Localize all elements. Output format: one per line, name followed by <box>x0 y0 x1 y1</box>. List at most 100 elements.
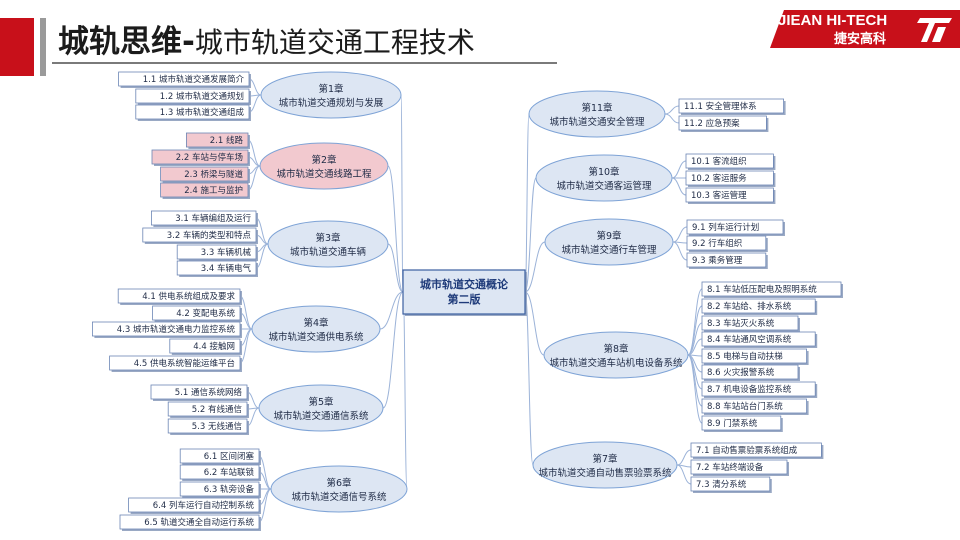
connector-ch-right-2-sec-0 <box>672 226 688 243</box>
section-right-3-0: 8.1 车站低压配电及照明系统 <box>701 281 843 298</box>
section-left-3-1-box <box>152 305 241 321</box>
section-left-1-3-box <box>160 182 249 198</box>
section-left-5-0-box <box>179 448 260 464</box>
logo-mark-icon-part <box>932 27 946 42</box>
section-left-5-2-box <box>179 481 260 497</box>
connector-lines <box>239 78 703 523</box>
section-right-3-8-label: 8.9 门禁系统 <box>707 418 758 429</box>
section-left-3-0-label: 4.1 供电系统组成及要求 <box>142 291 235 302</box>
section-right-0-1-box <box>678 115 767 131</box>
header-grey-accent <box>40 18 46 76</box>
section-left-0-2: 1.3 城市轨道交通组成 <box>135 104 251 121</box>
chapter-right-3-name: 城市轨道交通车站机电设备系统 <box>549 357 683 369</box>
section-right-1-1-label: 10.2 客运服务 <box>691 173 747 184</box>
chapter-right-3-shape <box>543 331 689 379</box>
section-left-5-3-label: 6.4 列车运行自动控制系统 <box>153 500 255 511</box>
section-left-3-4-box <box>109 355 241 371</box>
section-left-5-3: 6.4 列车运行自动控制系统 <box>128 497 261 514</box>
section-left-0-0-box <box>118 71 250 87</box>
chapter-right-0-number: 第11章 <box>581 102 613 114</box>
section-right-4-2-label: 7.3 清分系统 <box>696 479 747 490</box>
section-right-3-8: 8.9 门禁系统 <box>701 415 783 432</box>
connector-center-ch-right-3 <box>524 291 545 356</box>
logo-banner-background <box>770 10 960 48</box>
section-right-3-2: 8.3 车站灭火系统 <box>701 315 800 332</box>
chapter-left-1-name: 城市轨道交通线路工程 <box>276 168 372 180</box>
section-right-3-1-box <box>701 298 816 314</box>
page-title: 城轨思维-城市轨道交通工程技术 <box>58 16 475 61</box>
section-right-4-1-label: 7.2 车站终端设备 <box>696 462 764 473</box>
section-right-2-0: 9.1 列车运行计划 <box>686 219 785 236</box>
section-left-2-3: 3.4 车辆电气 <box>176 260 258 277</box>
chapter-right-0-shape <box>528 90 666 138</box>
section-right-3-5-box <box>701 364 799 380</box>
section-left-3-3-box <box>169 338 241 354</box>
section-right-3-8-box <box>701 415 782 431</box>
chapter-left-0-number: 第1章 <box>318 83 344 95</box>
section-right-4-1: 7.2 车站终端设备 <box>690 459 789 476</box>
section-left-2-2-label: 3.3 车辆机械 <box>201 247 252 258</box>
connector-ch-right-0-sec-0 <box>664 105 680 115</box>
section-right-3-6-box <box>701 381 816 397</box>
chapter-left-2-shape <box>267 220 389 268</box>
section-right-4-0: 7.1 自动售票验票系统组成 <box>690 442 824 459</box>
section-left-5-1-box <box>179 464 260 480</box>
section-left-1-3-label: 2.4 施工与监护 <box>184 185 243 196</box>
section-left-4-1: 5.2 有线通信 <box>167 401 249 418</box>
section-right-3-1-label: 8.2 车站给、排水系统 <box>707 301 792 312</box>
chapter-right-2-name: 城市轨道交通行车管理 <box>561 244 657 256</box>
section-left-3-1-label: 4.2 变配电系统 <box>176 308 235 319</box>
section-left-3-1: 4.2 变配电系统 <box>152 305 242 322</box>
section-right-0-1: 11.2 应急预案 <box>678 115 769 132</box>
section-right-2-0-label: 9.1 列车运行计划 <box>692 222 759 233</box>
chapter-left-4-name: 城市轨道交通通信系统 <box>273 410 369 422</box>
page-title-sub: 城市轨道交通工程技术 <box>194 26 475 59</box>
section-right-3-7: 8.8 车站站台门系统 <box>701 398 809 415</box>
chapter-left-5-number: 第6章 <box>326 477 352 489</box>
section-left-4-2-box <box>167 418 248 434</box>
connector-ch-right-4-sec-2 <box>676 464 692 485</box>
section-right-3-5: 8.6 火灾报警系统 <box>701 364 800 381</box>
section-left-5-0-label: 6.1 区间闭塞 <box>204 451 255 462</box>
section-right-3-4-box <box>701 348 807 364</box>
section-right-1-0: 10.1 客流组织 <box>685 153 776 170</box>
chapter-left-4-number: 第5章 <box>308 396 334 408</box>
chapter-left-0-shape <box>260 71 402 119</box>
chapter-right-2-shape <box>544 218 674 266</box>
section-right-3-4: 8.5 电梯与自动扶梯 <box>701 348 809 365</box>
section-left-2-1: 3.2 车辆的类型和特点 <box>142 227 258 244</box>
section-right-0-0: 11.1 安全管理体系 <box>678 98 786 115</box>
chapter-left-3-number: 第4章 <box>303 317 329 329</box>
section-right-3-0-label: 8.1 车站低压配电及照明系统 <box>707 284 817 295</box>
section-left-5-2-label: 6.3 轨旁设备 <box>204 484 255 495</box>
section-left-0-2-label: 1.3 城市轨道交通组成 <box>160 107 245 118</box>
section-right-3-6: 8.7 机电设备监控系统 <box>701 381 818 398</box>
section-left-5-3-box <box>128 497 260 513</box>
section-left-2-3-box <box>176 260 257 276</box>
section-left-3-3: 4.4 接触网 <box>169 338 242 355</box>
section-left-2-0: 3.1 车辆编组及运行 <box>150 210 258 227</box>
section-right-3-1: 8.2 车站给、排水系统 <box>701 298 818 315</box>
section-right-3-3: 8.4 车站通风空调系统 <box>701 331 818 348</box>
logo-text-en: JIEAN HI-TECH <box>778 12 888 29</box>
chapter-left-3-name: 城市轨道交通供电系统 <box>268 331 364 343</box>
logo-mark-icon <box>917 18 952 42</box>
chapter-left-0-name: 城市轨道交通规划与发展 <box>279 97 384 109</box>
section-right-2-0-box <box>686 219 784 235</box>
section-left-1-3: 2.4 施工与监护 <box>160 182 250 199</box>
connector-center-ch-right-4 <box>524 291 534 466</box>
section-right-3-0-box <box>701 281 842 297</box>
section-right-2-1-box <box>686 235 767 251</box>
chapter-right-0-name: 城市轨道交通安全管理 <box>549 116 645 128</box>
section-right-3-7-label: 8.8 车站站台门系统 <box>707 401 783 412</box>
center-node-title: 城市轨道交通概论 <box>420 277 509 291</box>
connector-center-ch-left-4 <box>382 291 404 409</box>
section-left-4-0: 5.1 通信系统网络 <box>150 384 249 401</box>
section-right-3-2-box <box>701 315 799 331</box>
section-left-1-2: 2.3 桥梁与隧道 <box>160 166 250 183</box>
chapter-left-5-name: 城市轨道交通信号系统 <box>291 491 387 503</box>
section-right-2-2: 9.3 乘务管理 <box>686 252 768 269</box>
